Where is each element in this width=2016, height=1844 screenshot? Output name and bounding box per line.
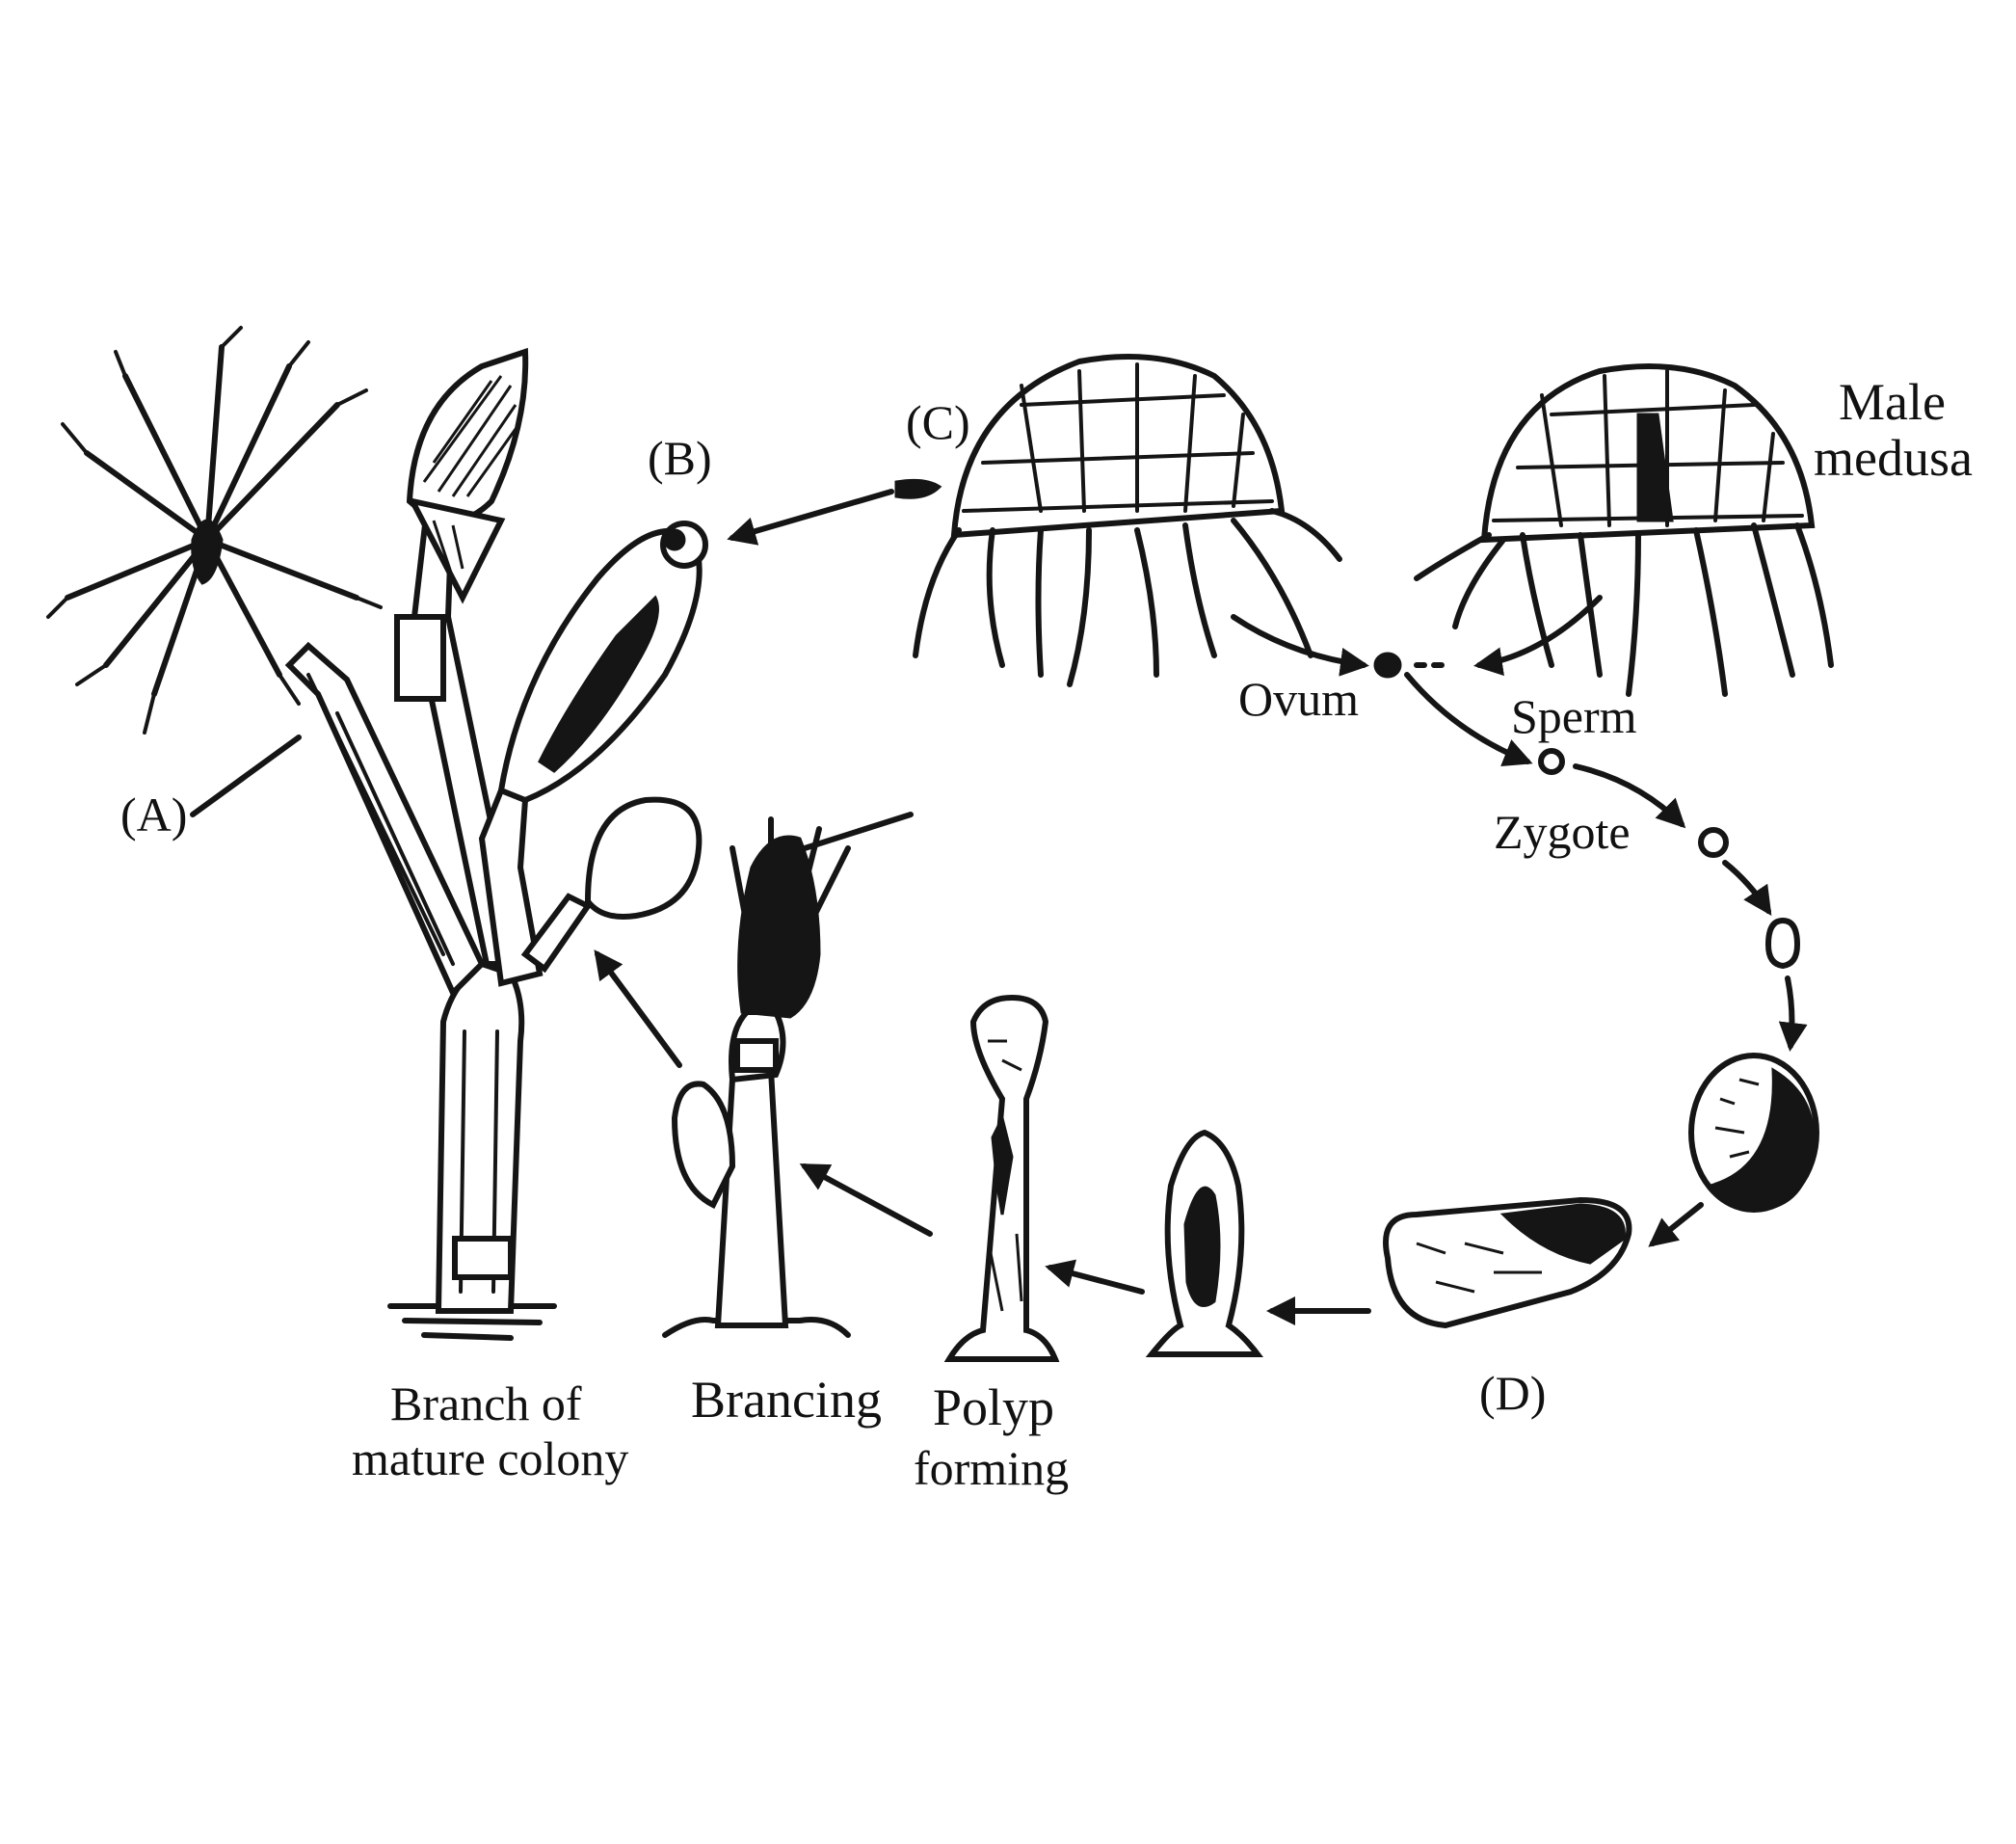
label-zygote: Zygote (1494, 805, 1631, 859)
label-a: (A) (120, 788, 187, 842)
label-b: (B) (648, 431, 712, 485)
empty-gonotheca (584, 796, 703, 920)
arrow-to-colony (594, 949, 682, 1068)
arrow-zygote-1 (1573, 763, 1686, 829)
label-ovum: Ovum (1238, 672, 1359, 726)
arrow-medusa-to-ovum (1231, 614, 1369, 677)
label-c: (C) (906, 395, 970, 449)
arrow-male-to-sperm (1473, 595, 1603, 677)
arrow-to-brancing (799, 1163, 933, 1237)
blastula (1688, 1053, 1819, 1213)
label-a-pointer (190, 735, 302, 817)
medusa-c (913, 354, 1342, 687)
labels: (A) (B) (C) (D) Male medusa Ovum Sperm Z… (120, 373, 1973, 1495)
label-polyp-line1: Polyp (933, 1378, 1054, 1436)
label-polyp-line2: forming (914, 1441, 1069, 1495)
arrow-zygote-2 (1722, 860, 1772, 916)
arrow-to-polyp-forming (1045, 1259, 1145, 1295)
settled-larva (1145, 1129, 1264, 1357)
male-medusa (1414, 363, 1834, 697)
arrow-to-zygote (1404, 672, 1533, 767)
label-d: (D) (1479, 1366, 1546, 1420)
label-branch-line1: Branch of (390, 1376, 582, 1430)
closed-hydranth (406, 347, 529, 604)
arrow-to-planula (1648, 1202, 1704, 1247)
feeding-polyp (46, 326, 383, 735)
branching-pointer (802, 812, 914, 851)
arrow-c-to-b (727, 489, 894, 546)
label-branch-line2: mature colony (352, 1431, 628, 1485)
mature-colony-branch (46, 326, 708, 1341)
branching-stage (662, 812, 914, 1338)
ovum (1373, 652, 1402, 679)
label-sperm: Sperm (1511, 689, 1637, 743)
life-cycle-arrows (594, 478, 1808, 1325)
label-male-line1: Male (1839, 373, 1946, 431)
planula-larva (1383, 1196, 1632, 1329)
cleavage-stages (1538, 748, 1801, 970)
polyp-forming-stage (943, 994, 1060, 1362)
blastostyle-gonotheca (497, 521, 708, 804)
arrow-to-blastula (1778, 975, 1808, 1052)
label-brancing: Brancing (691, 1371, 882, 1429)
label-male-line2: medusa (1814, 429, 1973, 487)
